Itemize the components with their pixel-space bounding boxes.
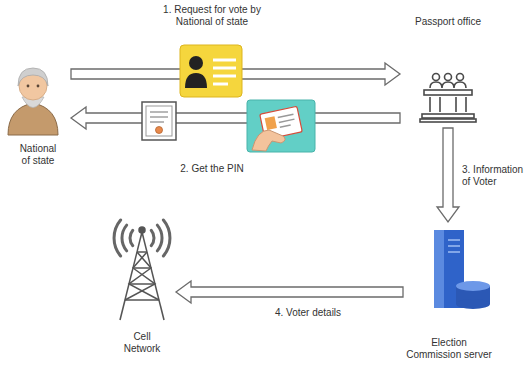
tower-brace: [125, 252, 159, 300]
tower-brace: [125, 252, 159, 300]
server-front: [434, 230, 444, 308]
office-column: [429, 97, 431, 112]
person-eye: [37, 85, 40, 88]
certificate-seal: [156, 127, 163, 134]
certificate-line: [150, 121, 164, 122]
tower-antenna: [139, 227, 145, 233]
flow-arrow: [71, 107, 400, 129]
pin-card-ground: [247, 100, 315, 152]
pin-card-line: [280, 125, 291, 127]
office-roof: [424, 90, 472, 95]
node-label: Cell Network: [114, 331, 170, 354]
step-label: 3. Information of Voter: [461, 164, 525, 187]
card-line: [213, 59, 236, 62]
pin-card-line: [278, 114, 294, 117]
certificate-icon: [142, 102, 176, 140]
person-eye: [27, 85, 30, 88]
icon-node: Cell Network: [108, 212, 176, 356]
flow-arrow: [176, 281, 403, 303]
person-icon: [8, 68, 58, 135]
server-slot: [448, 251, 460, 253]
node-label: Election Commission server: [405, 337, 493, 360]
office-base: [422, 114, 474, 118]
card-line: [213, 75, 236, 78]
signal-wave: [157, 225, 162, 251]
office-column: [455, 97, 457, 112]
step-label: 1. Request for vote by National of state: [144, 4, 280, 27]
database-top: [456, 281, 490, 291]
id-card-icon: [180, 45, 242, 97]
card-line: [213, 67, 236, 70]
edge-label-box: 4. Voter details: [274, 302, 342, 320]
office-person: [445, 74, 452, 81]
server-slot: [448, 239, 460, 241]
office-icon: [420, 74, 476, 123]
signal-wave: [130, 230, 133, 245]
icon-node: Election Commission server: [403, 222, 495, 362]
icon-node: Passport office: [400, 14, 496, 128]
cell-tower-icon: [114, 220, 170, 320]
office-shoulders: [430, 82, 466, 88]
edge-label-box: 3. Information of Voter: [461, 164, 525, 189]
database-bottom: [456, 299, 490, 309]
hand: [252, 130, 285, 151]
signal-wave: [163, 220, 170, 256]
step-label: 4. Voter details: [274, 307, 342, 319]
office-person: [457, 74, 464, 81]
certificate-line: [150, 111, 168, 112]
signal-wave: [114, 220, 121, 256]
person-hair: [18, 68, 48, 86]
server-icon: [434, 230, 490, 309]
card-body: [180, 45, 242, 97]
flow-arrow: [437, 128, 459, 222]
office-column: [465, 97, 467, 112]
step-label: 2. Get the PIN: [179, 163, 244, 175]
certificate-inner: [146, 106, 172, 136]
card-photo-body: [185, 73, 207, 88]
card-line: [213, 83, 228, 86]
server-slot: [448, 245, 460, 247]
card-photo-head: [189, 56, 203, 70]
pin-card-photo: [265, 116, 277, 130]
pin-card-icon: [247, 100, 315, 152]
icon-node: National of state: [5, 62, 71, 168]
node-label: National of state: [15, 143, 61, 166]
office-base: [420, 119, 476, 122]
signal-wave: [122, 225, 127, 251]
signal-wave: [151, 230, 154, 245]
edge-label-box: 2. Get the PIN: [179, 158, 244, 176]
edge-label-box: 1. Request for vote by National of state: [144, 4, 280, 29]
node-label: Passport office: [415, 16, 481, 28]
office-column: [439, 97, 441, 112]
certificate-frame: [142, 102, 176, 140]
office-person: [433, 74, 440, 81]
pin-card-line: [279, 119, 295, 122]
certificate-line: [150, 116, 168, 117]
